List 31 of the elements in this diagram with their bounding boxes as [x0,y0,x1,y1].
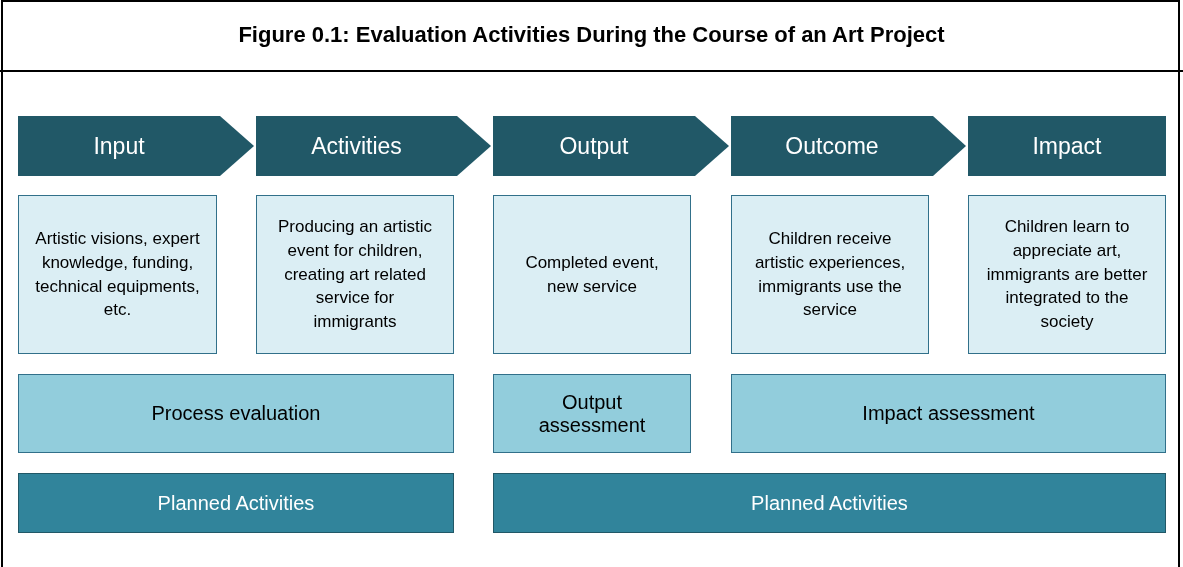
description-text: Children learn to appreciate art, immigrants are better integrated to the society [985,216,1149,334]
stage-label: Impact [1032,132,1102,160]
stage-label: Activities [311,132,402,160]
evaluation-box [731,374,1166,453]
description-box [493,195,691,354]
evaluation-label: Impact assessment [862,402,1035,425]
stage-header [968,116,1166,176]
evaluation-box [493,374,691,453]
stage-label: Input [93,132,145,160]
evaluation-label: Output assessment [537,390,647,437]
description-text: Artistic visions, expert knowledge, funding, technical equipments, etc. [35,227,200,322]
description-box [256,195,454,354]
stage-label: Output [559,132,629,160]
description-text: Completed event, new service [524,251,660,298]
bar-label: Planned Activities [157,491,315,515]
planned-activities-bar [493,473,1166,533]
chevron-arrow [695,116,729,176]
stage-label: Outcome [785,132,879,160]
description-text: Children receive artistic experiences, immigrants use the service [753,227,907,322]
description-box [968,195,1166,354]
description-box [18,195,217,354]
planned-activities-bar [18,473,454,533]
figure-title: Figure 0.1: Evaluation Activities During the Course of an Art Project [237,22,946,48]
chevron-arrow [933,116,966,176]
chevron-arrow [220,116,254,176]
description-text: Producing an artistic event for children, creating art related service for immigrants [277,216,433,334]
evaluation-box [18,374,454,453]
chevron-arrow [457,116,491,176]
bar-label: Planned Activities [751,491,908,515]
evaluation-label: Process evaluation [151,402,321,425]
description-box [731,195,929,354]
